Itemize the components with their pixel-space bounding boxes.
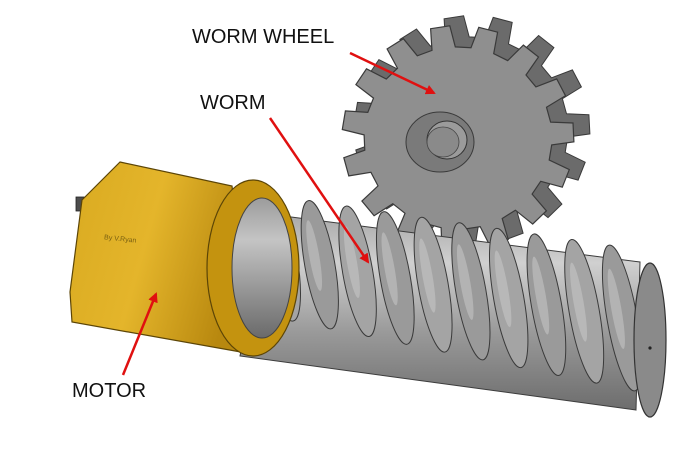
worm-arrow [268,117,370,264]
worm-thread-highlight [607,268,625,349]
worm-label: WORM [200,92,266,114]
worm-thread-highlight [381,232,398,306]
worm-thread-highlight [343,226,360,299]
motor-arrow [121,292,158,376]
worm-thread-highlight [532,256,550,335]
worm-wheel-arrow [349,51,436,95]
worm-thread-highlight [419,238,436,313]
worm-wheel [341,15,591,252]
worm-thread-highlight [569,262,588,342]
worm-thread-highlight [494,250,512,328]
worm-end-center [648,346,652,350]
motor-face-ring [231,197,293,339]
worm-thread-highlight [306,220,323,291]
motor [69,161,300,357]
worm-thread-highlight [456,244,474,320]
worm-wheel-label: WORM WHEEL [192,26,335,48]
motor-label: MOTOR [72,380,147,402]
worm-end-face [633,262,667,418]
motor-body [69,161,253,355]
wheel-axle-end [426,126,460,158]
